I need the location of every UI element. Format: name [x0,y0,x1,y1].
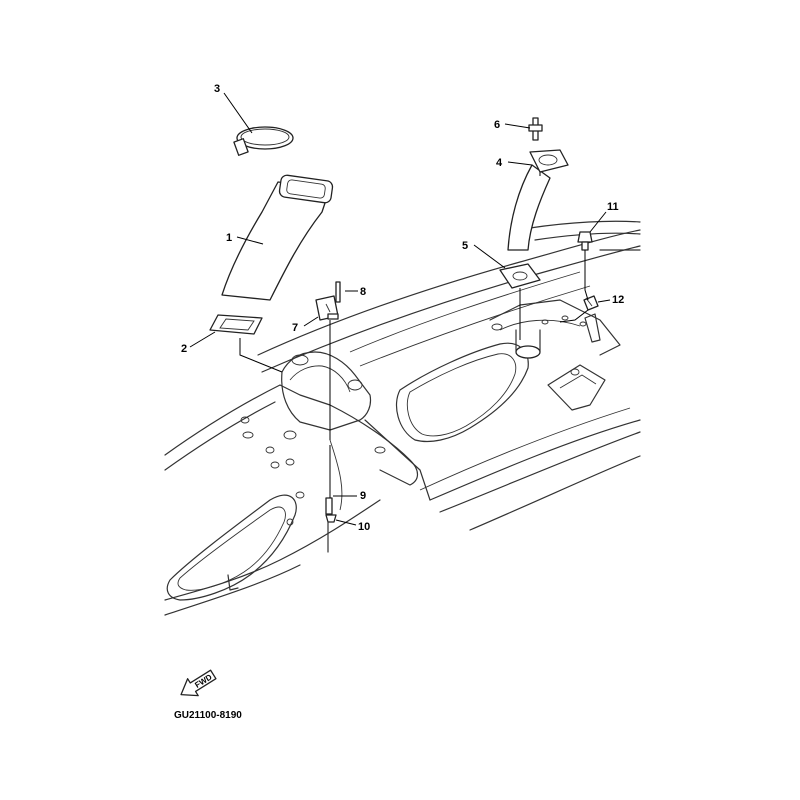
callout-4: 4 [496,157,503,169]
part-1-intake-duct [221,174,334,301]
leader-lines [189,92,611,526]
parts [209,117,599,553]
part-3-hose-clamp [233,126,294,156]
callout-3: 3 [214,83,220,95]
part-5-gasket [499,263,541,289]
part-4-intake-elbow [507,149,569,251]
part-10-clip [325,514,337,553]
callout-9: 9 [360,490,366,502]
part-6-bolt [528,117,543,141]
callout-11: 11 [607,201,619,213]
assembly-lines [239,172,589,498]
diagram-code: GU21100-8190 [174,710,242,721]
part-12-clip [583,295,599,311]
part-7-bracket [315,295,339,321]
callout-5: 5 [462,240,468,252]
callout-7: 7 [292,322,298,334]
callout-1: 1 [226,232,232,244]
part-8-screw [335,281,341,303]
callout-8: 8 [360,286,366,298]
callout-2: 2 [181,343,187,355]
part-11-plug [577,231,593,251]
callout-6: 6 [494,119,500,131]
callout-12: 12 [612,294,624,306]
part-2-gasket [209,314,263,335]
hull-outline [164,220,641,616]
part-9-pin [325,497,333,515]
fwd-arrow-icon: FWD [180,669,217,697]
callouts: 3 1 2 6 4 5 11 12 8 7 9 10 [181,83,624,533]
callout-10: 10 [358,521,370,533]
